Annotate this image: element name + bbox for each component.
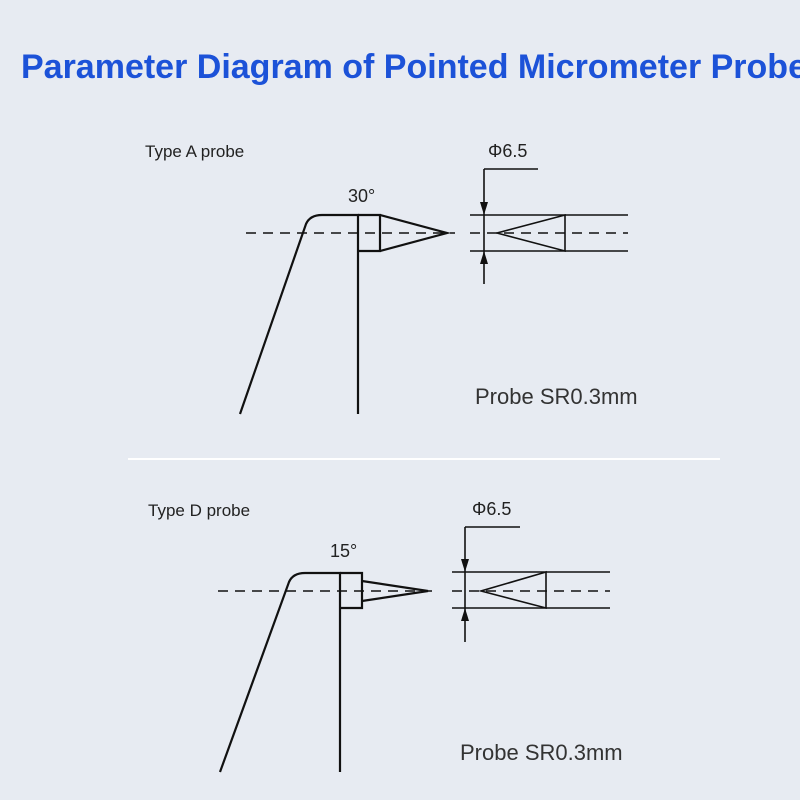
- type-d-dim-arrow-top: [461, 559, 469, 572]
- type-d-front-cone: [478, 570, 547, 610]
- type-a-label: Type A probe: [145, 142, 244, 161]
- type-a-section: Type A probe 30° Φ6.5 Probe SR0.3mm: [145, 141, 638, 415]
- type-a-angle-label: 30°: [348, 186, 375, 206]
- type-a-spindle-block: [358, 213, 382, 253]
- type-d-note: Probe SR0.3mm: [460, 740, 623, 765]
- type-a-dim-arrow-bottom: [480, 251, 488, 264]
- type-a-diameter-label: Φ6.5: [488, 141, 527, 161]
- type-a-cone-tip: [379, 213, 452, 253]
- type-a-note: Probe SR0.3mm: [475, 384, 638, 409]
- diagram-title: Parameter Diagram of Pointed Micrometer …: [20, 48, 800, 86]
- type-d-angle-label: 15°: [330, 541, 357, 561]
- type-a-dim-arrow-top: [480, 202, 488, 215]
- type-d-label: Type D probe: [148, 501, 250, 520]
- type-d-frame-outline: [218, 571, 342, 773]
- type-d-diameter-label: Φ6.5: [472, 499, 511, 519]
- type-d-section: Type D probe 15° Φ6.5 Probe SR0.3mm: [148, 499, 623, 773]
- type-a-frame-outline: [238, 213, 360, 415]
- type-d-dim-arrow-bottom: [461, 608, 469, 621]
